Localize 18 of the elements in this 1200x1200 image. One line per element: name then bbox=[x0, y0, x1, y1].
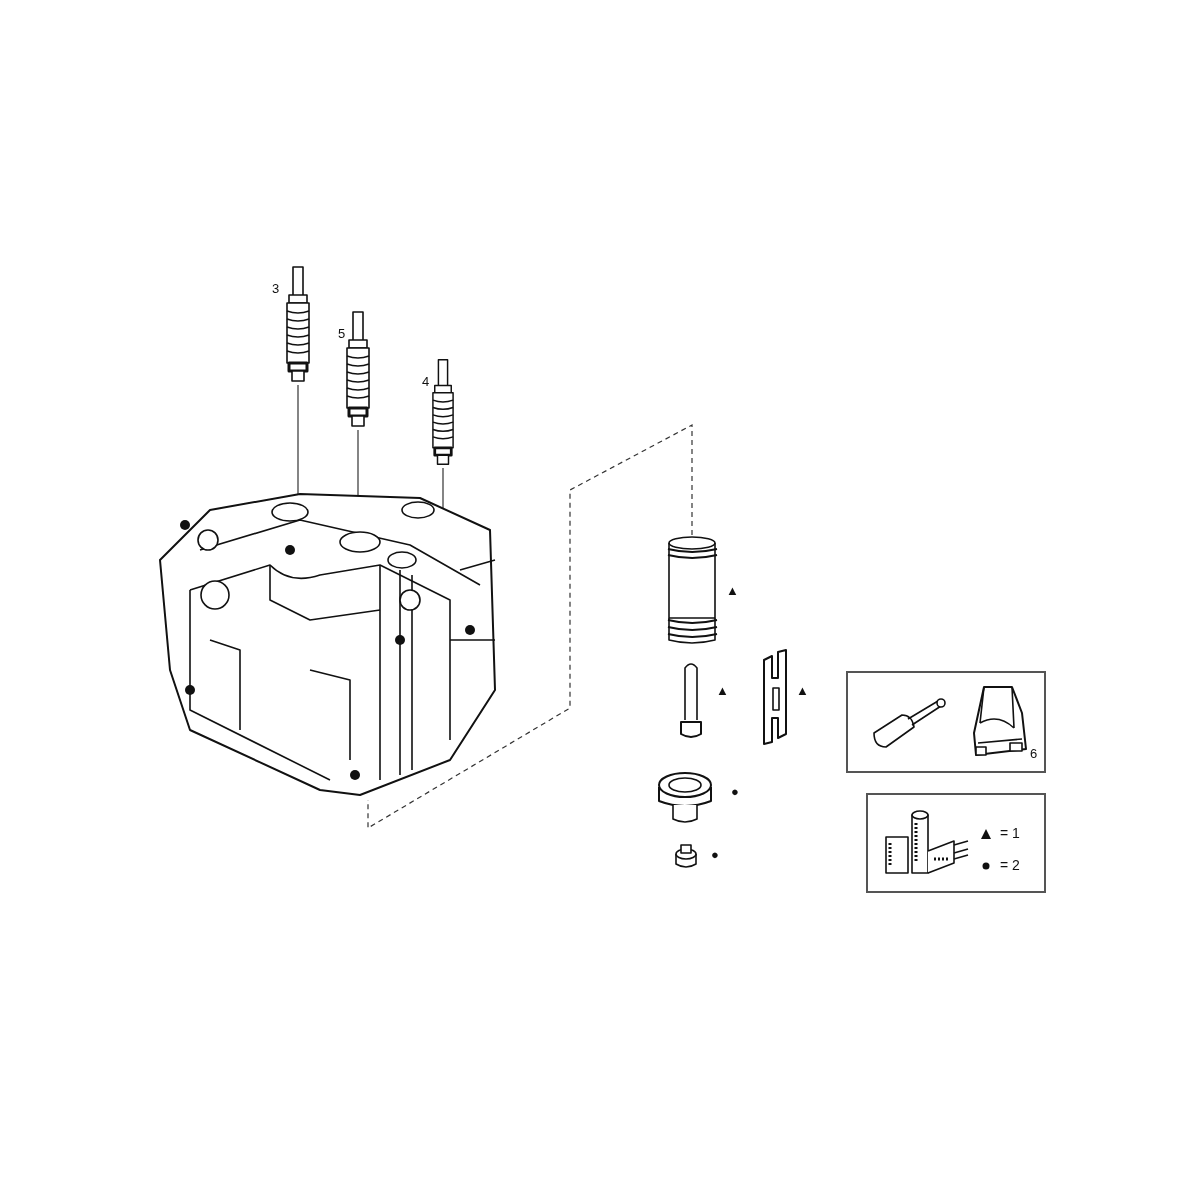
quantity-marker: ● bbox=[731, 785, 739, 798]
sleeve-drawing bbox=[665, 535, 720, 645]
quantity-marker: ▲ bbox=[726, 584, 739, 597]
kit-panel bbox=[846, 671, 1046, 773]
legend-text: = 1 bbox=[1000, 824, 1020, 843]
quantity-marker: ▲ bbox=[716, 684, 729, 697]
leader-line bbox=[442, 467, 444, 509]
quantity-marker: ▲ bbox=[796, 684, 809, 697]
callout-number: 3 bbox=[272, 282, 280, 295]
sensor-drawing bbox=[343, 310, 373, 430]
sensor-drawing bbox=[283, 265, 313, 385]
callout-number: 6 bbox=[1030, 747, 1038, 760]
dashed-leader-line bbox=[367, 424, 693, 830]
legend-panel bbox=[866, 793, 1046, 893]
quantity-marker: ● bbox=[711, 848, 719, 861]
legend-text: = 2 bbox=[1000, 856, 1020, 875]
callout-number: 4 bbox=[422, 375, 430, 388]
callout-number: 5 bbox=[338, 327, 346, 340]
